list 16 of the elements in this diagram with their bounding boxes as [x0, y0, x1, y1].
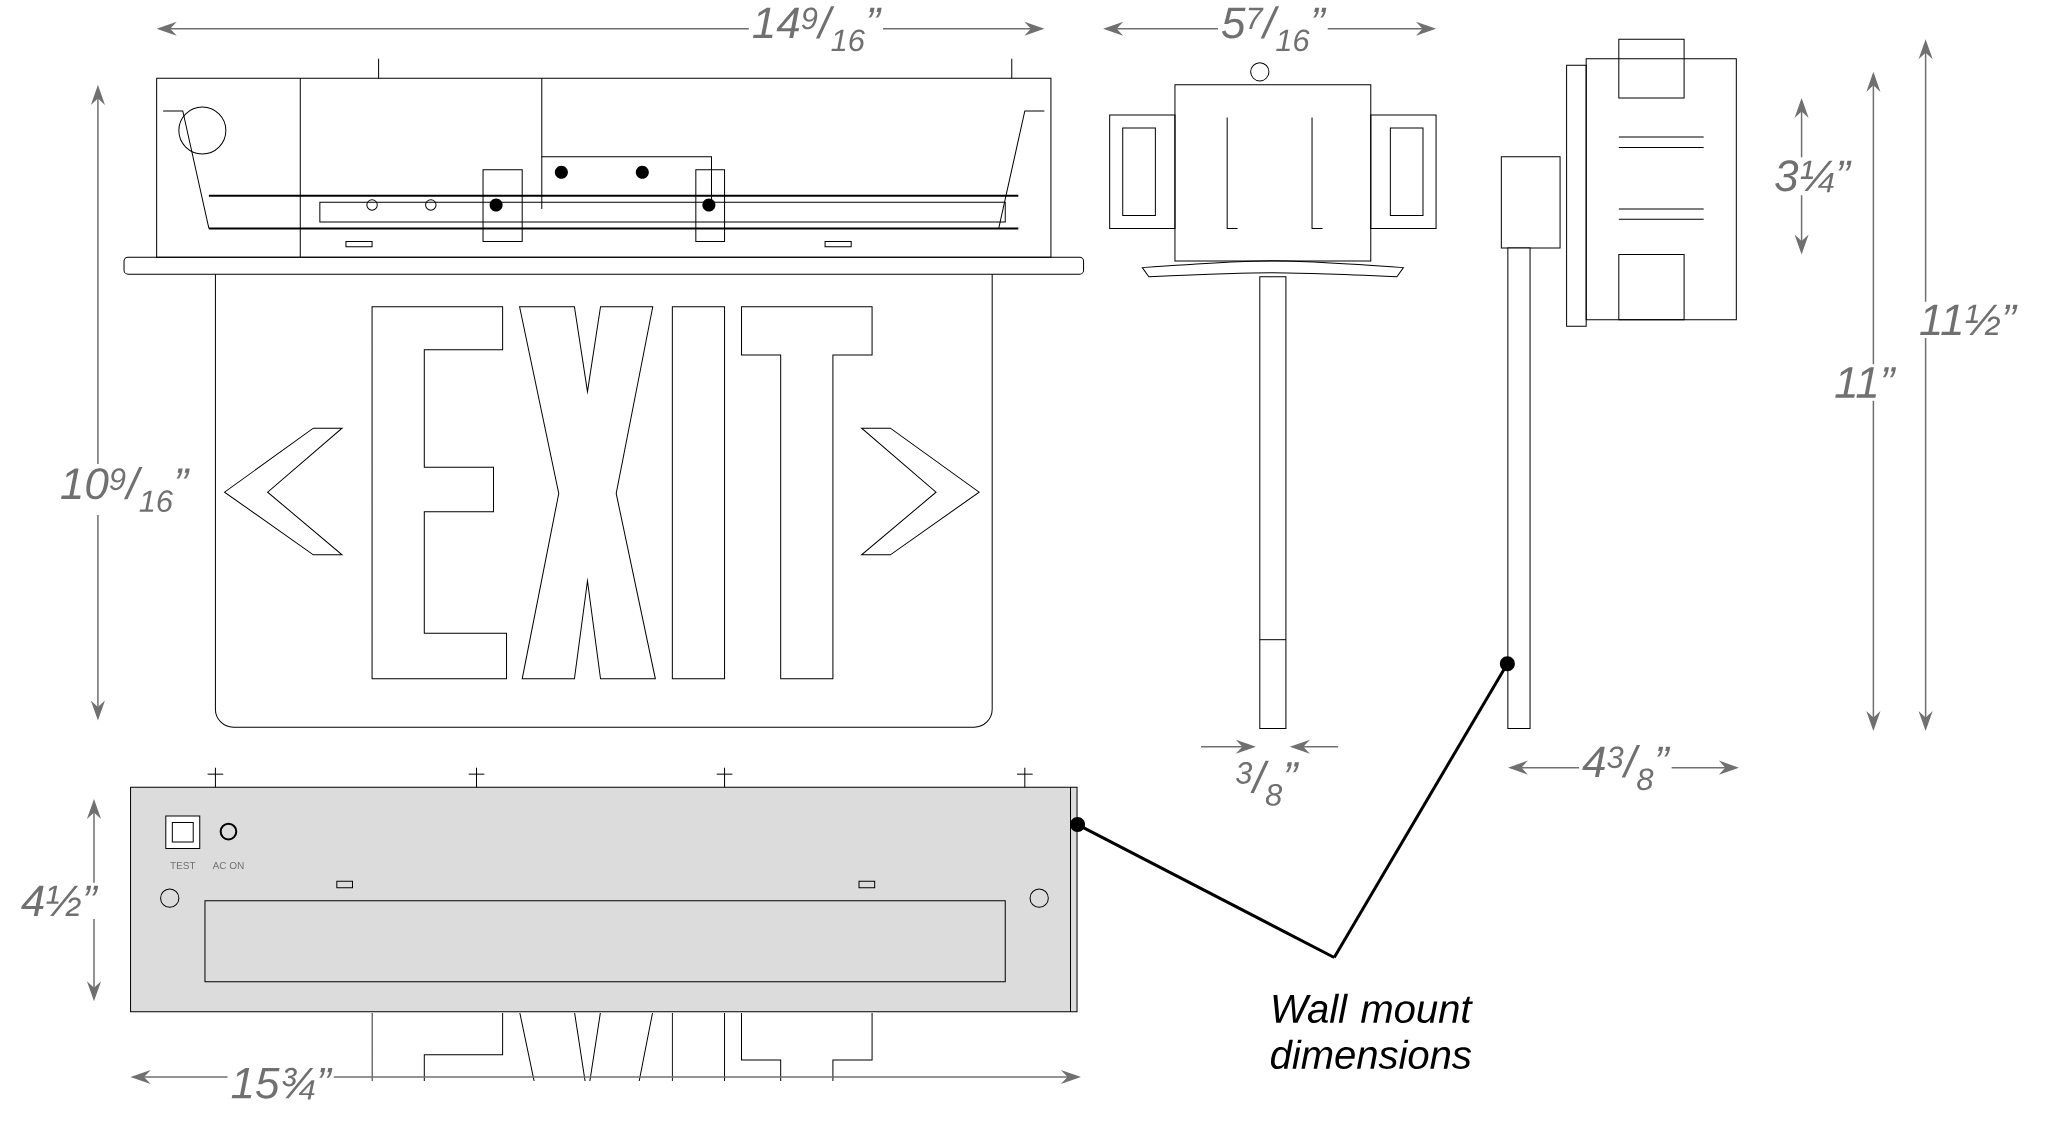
dimension-label: 14$^{9}$/$_{16}$”: [748, 3, 884, 55]
callout-text: Wall mount dimensions: [1270, 993, 1473, 1070]
button-label: TEST: [170, 862, 196, 870]
dimension-label: 5$^{7}$/$_{16}$”: [1218, 3, 1328, 55]
dimension-label: 11”: [1831, 364, 1898, 401]
dimension-label: 4$^{3}$/$_{8}$”: [1579, 742, 1672, 794]
button-label: AC ON: [212, 862, 244, 870]
dimension-label: 11½”: [1915, 301, 2019, 338]
leader-line: [1070, 817, 1335, 959]
dimension-label: 15¾”: [227, 1064, 334, 1103]
dimension-label: $^{3}$/$_{8}$”: [1232, 757, 1301, 809]
dimension-label: 3¼”: [1771, 157, 1853, 196]
dimension-label: 4½”: [17, 882, 100, 919]
dimension-label: 10$^{9}$/$_{16}$”: [56, 464, 192, 516]
leader-line: [1332, 656, 1515, 959]
mounting-rod: [1507, 247, 1531, 729]
